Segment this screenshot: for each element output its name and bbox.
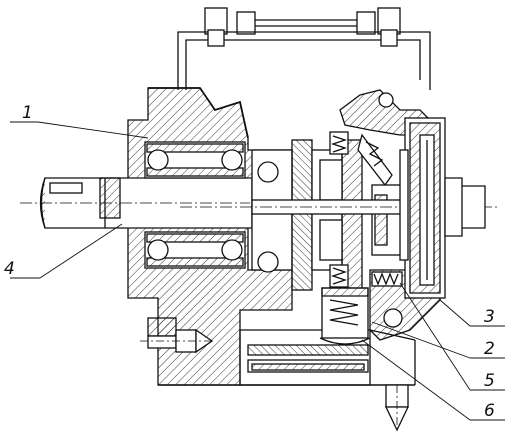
callout-3: 3 [484, 307, 495, 327]
spring-cartridge [319, 287, 371, 345]
left-fastener [140, 317, 215, 354]
callout-5: 5 [484, 371, 495, 391]
hole-right [383, 308, 403, 328]
callout-6: 6 [484, 401, 495, 421]
output-hub [444, 177, 486, 237]
flywheel-plate [399, 117, 446, 299]
callout-leaders [10, 121, 505, 421]
bearing-lower [144, 231, 246, 269]
input-shaft [20, 177, 253, 229]
bottom-pin [384, 384, 410, 432]
top-handle [177, 7, 431, 90]
callout-2: 2 [484, 339, 495, 359]
callout-1: 1 [22, 103, 33, 123]
detent-spring [371, 271, 403, 287]
callout-4: 4 [4, 259, 15, 279]
hole-upper-right [378, 92, 394, 108]
bearing-upper [144, 141, 246, 179]
